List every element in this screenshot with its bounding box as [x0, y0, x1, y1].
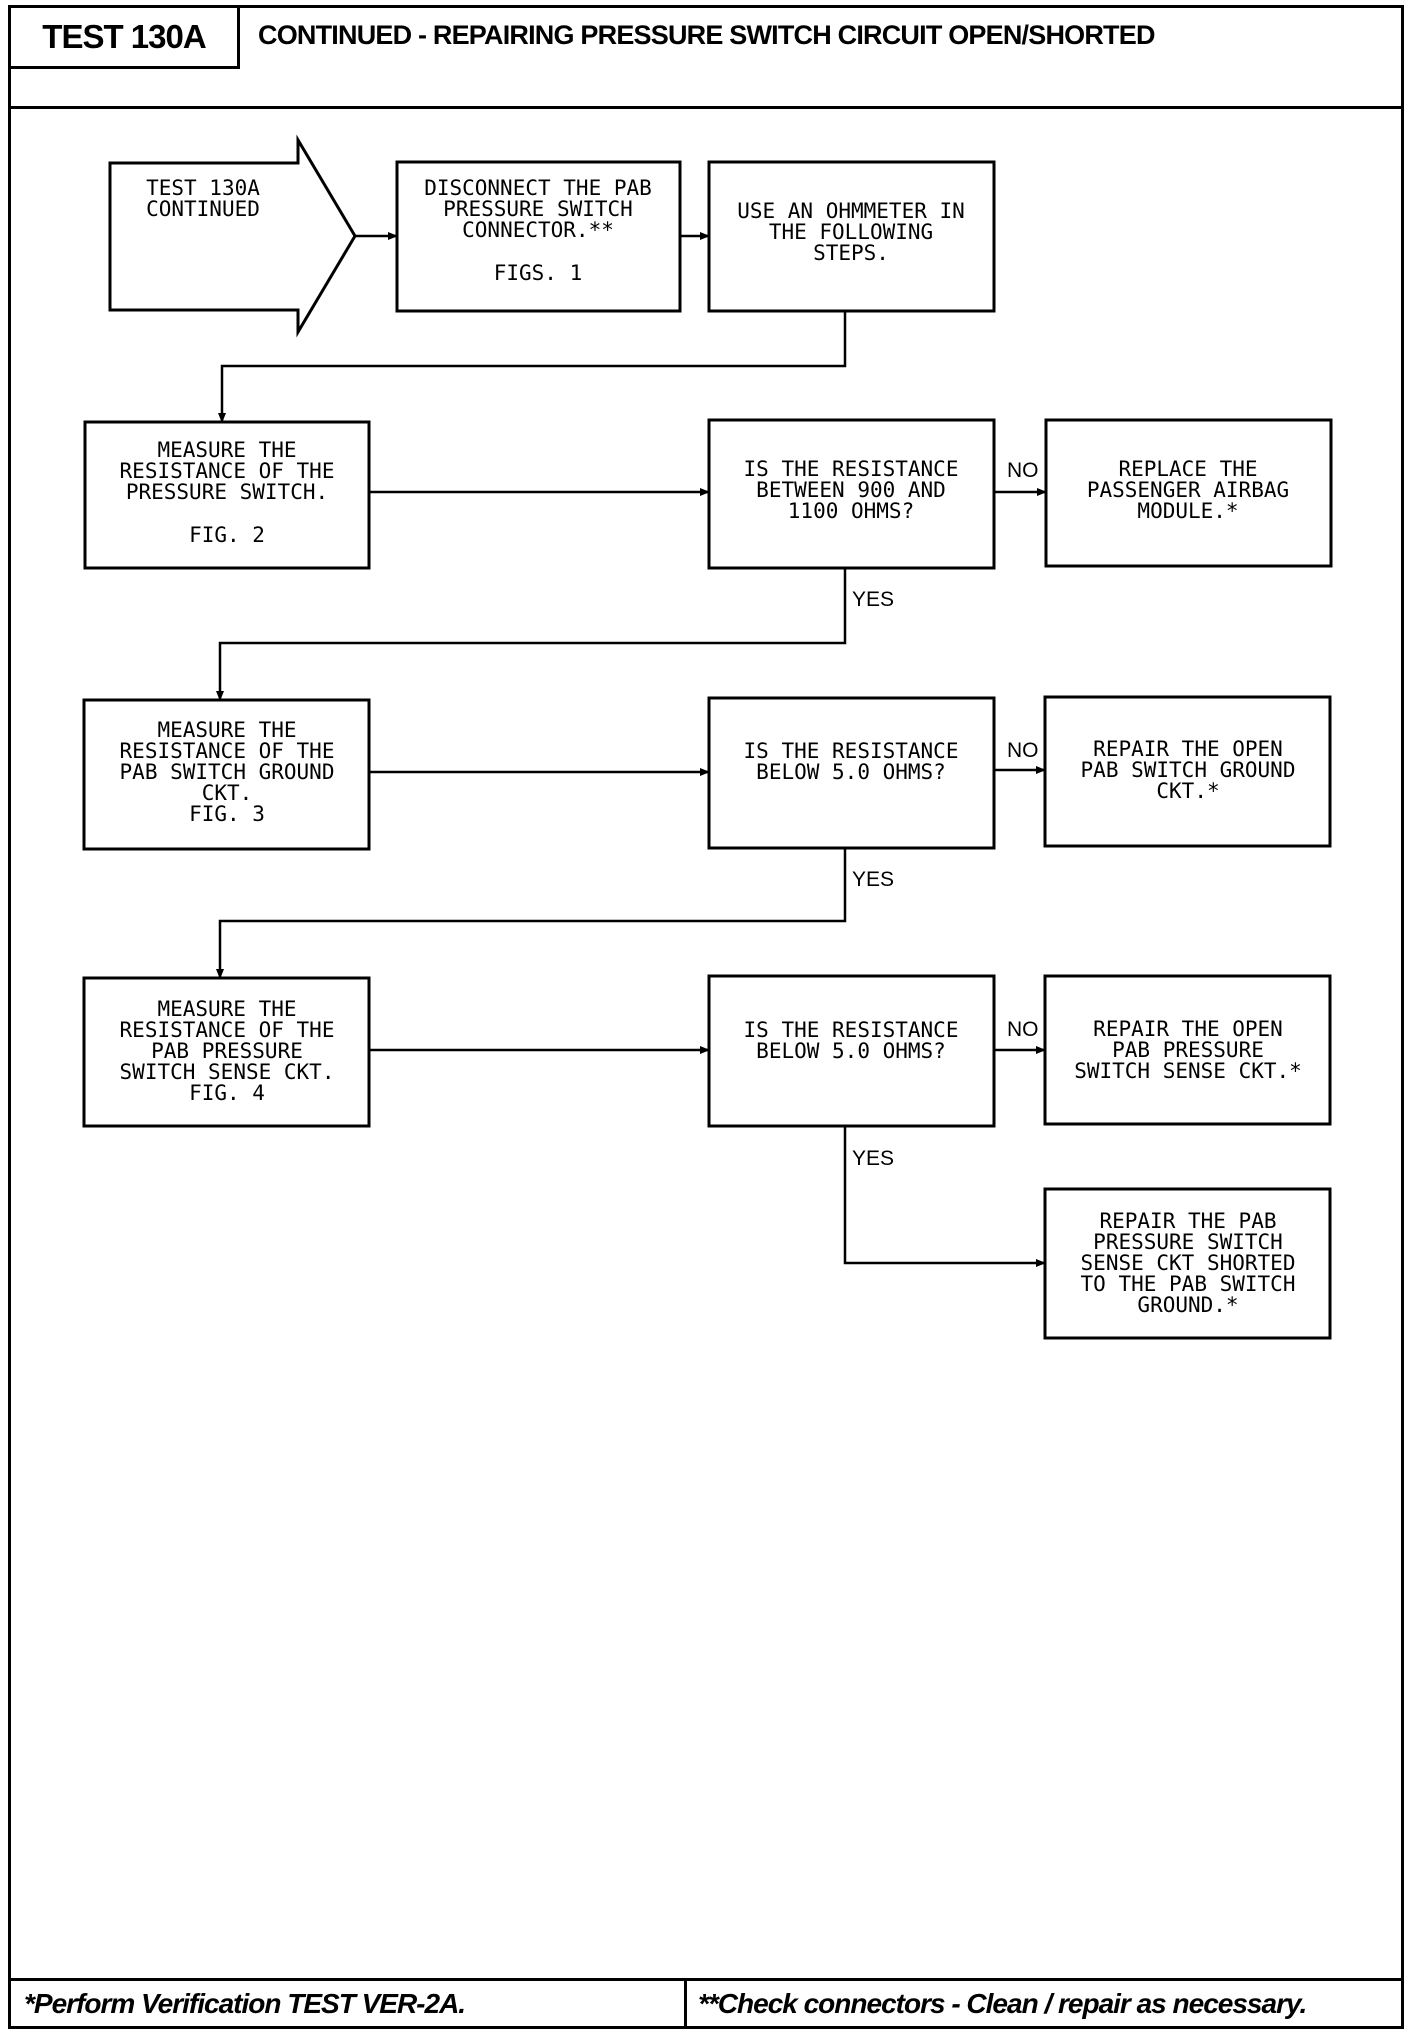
disconnect-connector-text-line: PRESSURE SWITCH [443, 197, 633, 221]
measure-ground-box [82, 698, 371, 851]
measure-sense-text-line: FIG. 4 [189, 1081, 265, 1105]
use-ohmmeter-text-line: STEPS. [813, 241, 889, 265]
no-label-2: NO [1007, 739, 1039, 762]
footer [8, 1978, 1404, 2029]
question-below-5-ground-text-line: IS THE RESISTANCE [744, 739, 959, 763]
replace-airbag-module-text-line: REPLACE THE [1118, 457, 1257, 481]
use-ohmmeter-box [707, 160, 996, 313]
yes-label-2: YES [852, 868, 894, 891]
question-below-5-sense-text-line: IS THE RESISTANCE [744, 1018, 959, 1042]
start-arrow-shape [108, 134, 357, 338]
repair-shorted-sense-text-line: PRESSURE SWITCH [1093, 1230, 1283, 1254]
arrow-q2-yes [216, 848, 847, 979]
start-node-text-line: TEST 130A [146, 176, 260, 200]
question-below-5-ground-box [707, 696, 996, 850]
repair-open-ground-text-line: REPAIR THE OPEN [1093, 737, 1283, 761]
question-resistance-900-1100-box [707, 418, 996, 570]
repair-open-sense-text-line: SWITCH SENSE CKT.* [1074, 1059, 1302, 1083]
measure-switch-text-line: PRESSURE SWITCH. [126, 480, 328, 504]
measure-switch-text-line: RESISTANCE OF THE [120, 459, 335, 483]
yes-label-3: YES [852, 1147, 894, 1170]
replace-airbag-module-box [1044, 418, 1333, 568]
repair-open-ground-box [1043, 695, 1332, 848]
no-label-1: NO [1007, 459, 1039, 482]
measure-ground-text-line: RESISTANCE OF THE [120, 739, 335, 763]
measure-ground-text-line: MEASURE THE [157, 718, 296, 742]
question-below-5-ground-text-line: BELOW 5.0 OHMS? [756, 760, 946, 784]
measure-ground-text-line: CKT. [202, 781, 253, 805]
replace-airbag-module-text-line: PASSENGER AIRBAG [1087, 478, 1289, 502]
repair-shorted-sense-text-line: TO THE PAB SWITCH [1081, 1272, 1296, 1296]
repair-shorted-sense-text-line: REPAIR THE PAB [1099, 1209, 1276, 1233]
arrow-ohmmeter-to-measure-switch [218, 311, 847, 423]
arrow-q3-yes [843, 1126, 1046, 1267]
measure-switch-text-line: FIG. 2 [189, 523, 265, 547]
measure-sense-text-line: MEASURE THE [157, 997, 296, 1021]
start-node-text-line: CONTINUED [146, 197, 260, 221]
footnote-check-connectors: **Check connectors - Clean / repair as n… [698, 1988, 1307, 2019]
disconnect-connector-text-line: DISCONNECT THE PAB [424, 176, 652, 200]
question-below-5-sense-box [707, 974, 996, 1128]
repair-shorted-sense-text-line: SENSE CKT SHORTED [1081, 1251, 1296, 1275]
measure-switch-box [83, 420, 371, 570]
question-resistance-900-1100-text-line: BETWEEN 900 AND [756, 478, 946, 502]
repair-open-ground-text-line: CKT.* [1156, 779, 1219, 803]
page-title: CONTINUED - REPAIRING PRESSURE SWITCH CI… [258, 20, 1155, 50]
measure-sense-text-line: SWITCH SENSE CKT. [120, 1060, 335, 1084]
disconnect-connector-text-line: CONNECTOR.** [462, 218, 614, 242]
yes-label-1: YES [852, 588, 894, 611]
question-resistance-900-1100-text-line: IS THE RESISTANCE [744, 457, 959, 481]
replace-airbag-module-text-line: MODULE.* [1137, 499, 1238, 523]
question-resistance-900-1100-text-line: 1100 OHMS? [788, 499, 914, 523]
repair-shorted-sense-text-line: GROUND.* [1137, 1293, 1238, 1317]
repair-open-ground-text-line: PAB SWITCH GROUND [1081, 758, 1296, 782]
question-below-5-sense-text-line: BELOW 5.0 OHMS? [756, 1039, 946, 1063]
repair-open-sense-text-line: PAB PRESSURE [1112, 1038, 1264, 1062]
no-label-3: NO [1007, 1018, 1039, 1041]
measure-sense-box [82, 976, 371, 1128]
use-ohmmeter-text-line: USE AN OHMMETER IN [737, 199, 965, 223]
test-label: TEST 130A [8, 5, 240, 69]
measure-switch-text-line: MEASURE THE [157, 438, 296, 462]
footer-divider [684, 1978, 687, 2029]
page-frame [8, 5, 1404, 2029]
use-ohmmeter-text-line: THE FOLLOWING [769, 220, 933, 244]
header-divider [8, 106, 1404, 109]
repair-open-sense-text-line: REPAIR THE OPEN [1093, 1017, 1283, 1041]
measure-sense-text-line: RESISTANCE OF THE [120, 1018, 335, 1042]
disconnect-connector-box [395, 160, 682, 313]
arrow-q1-yes [216, 568, 847, 701]
repair-open-sense-box [1043, 974, 1332, 1126]
measure-sense-text-line: PAB PRESSURE [151, 1039, 303, 1063]
repair-shorted-sense-box [1043, 1187, 1332, 1340]
footnote-verification: *Perform Verification TEST VER-2A. [24, 1988, 466, 2019]
measure-ground-text-line: PAB SWITCH GROUND [120, 760, 335, 784]
disconnect-connector-text-line: FIGS. 1 [494, 261, 583, 285]
measure-ground-text-line: FIG. 3 [189, 802, 265, 826]
